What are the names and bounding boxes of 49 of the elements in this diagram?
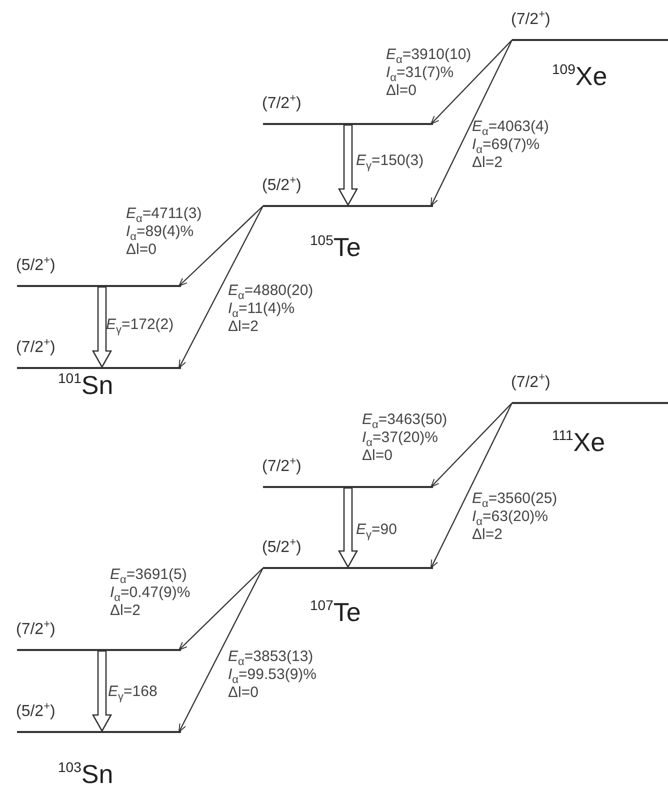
- spin-parity-label: (7/2$^{+}$): [511, 11, 550, 29]
- alpha-decay-arrow: [430, 402, 512, 488]
- alpha-decay-arrow: [430, 40, 513, 206]
- spin-parity-label: (7/2$^{+}$): [262, 95, 302, 113]
- transition-label: E$_{α}$=3853(13) I$_{α}$=99.53(9)% Δl=0: [228, 648, 316, 702]
- energy-level: [263, 177, 433, 207]
- gamma-transition-arrow: [338, 124, 358, 206]
- spin-parity-label: (5/2$^{+}$): [16, 703, 56, 721]
- energy-level: [17, 257, 181, 287]
- spin-parity-label: (7/2$^{+}$): [262, 458, 302, 476]
- alpha-decay-arrow: [178, 568, 264, 732]
- transition-label: E$_{γ}$=172(2): [106, 316, 174, 334]
- transition-label: E$_{γ}$=150(3): [356, 152, 424, 170]
- alpha-decay-arrow: [178, 206, 264, 368]
- alpha-decay-arrow: [178, 206, 264, 286]
- transition-label: E$_{α}$=4711(3) I$_{α}$=89(4)% Δl=0: [126, 205, 202, 259]
- nuclide-label: $^{105}$Te: [310, 233, 361, 261]
- gamma-transition-arrow: [338, 487, 358, 568]
- gamma-transition-arrow: [92, 286, 112, 368]
- alpha-decay-arrow: [430, 40, 512, 124]
- energy-level: [512, 11, 668, 41]
- nuclide-label: $^{101}$Sn: [58, 371, 114, 399]
- spin-parity-label: (7/2$^{+}$): [16, 339, 56, 357]
- transition-label: E$_{γ}$=168: [108, 683, 158, 701]
- energy-level: [17, 621, 181, 651]
- transition-label: E$_{α}$=4063(4) I$_{α}$=69(7)% Δl=2: [472, 118, 549, 172]
- spin-parity-label: (5/2$^{+}$): [262, 177, 302, 195]
- energy-level: [263, 539, 433, 569]
- alpha-decay-arrow: [178, 568, 264, 650]
- transition-label: E$_{α}$=3463(50) I$_{α}$=37(20)% Δl=0: [362, 411, 448, 465]
- energy-level: [263, 95, 433, 125]
- spin-parity-label: (7/2$^{+}$): [511, 374, 550, 392]
- energy-level: [17, 339, 181, 369]
- spin-parity-label: (7/2$^{+}$): [16, 621, 56, 639]
- nuclide-label: $^{107}$Te: [310, 598, 361, 626]
- transition-label: E$_{α}$=3910(10) I$_{α}$=31(7)% Δl=0: [386, 46, 472, 100]
- transition-label: E$_{α}$=3560(25) I$_{α}$=63(20)% Δl=2: [472, 490, 558, 544]
- gamma-transition-arrow: [92, 650, 112, 732]
- alpha-decay-arrow: [430, 402, 513, 568]
- nuclide-label: $^{111}$Xe: [552, 428, 606, 456]
- transition-label: E$_{γ}$=90: [356, 521, 397, 539]
- spin-parity-label: (5/2$^{+}$): [262, 539, 302, 557]
- nuclide-label: $^{103}$Sn: [58, 760, 114, 788]
- transition-label: E$_{α}$=3691(5) I$_{α}$=0.47(9)% Δl=2: [110, 566, 190, 620]
- nuclide-label: $^{109}$Xe: [552, 62, 608, 90]
- energy-level: [512, 374, 668, 404]
- energy-level: [17, 703, 181, 733]
- transition-label: E$_{α}$=4880(20) I$_{α}$=11(4)% Δl=2: [228, 282, 314, 336]
- spin-parity-label: (5/2$^{+}$): [16, 257, 56, 275]
